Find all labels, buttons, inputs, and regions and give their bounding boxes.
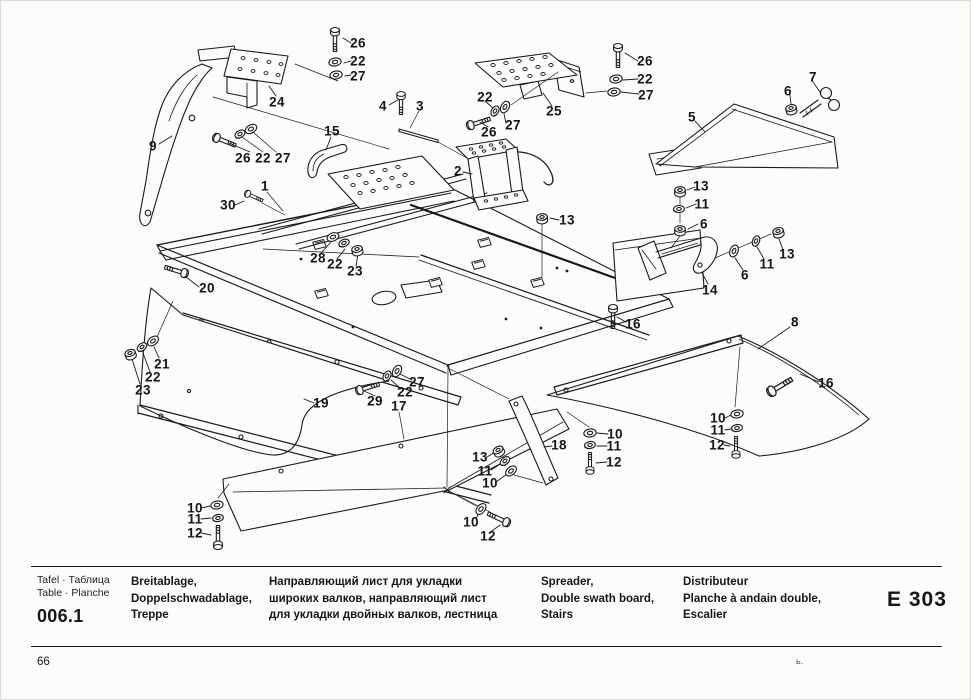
nut-6-icon: [784, 103, 799, 117]
nut-13-icon: [674, 186, 686, 198]
part-24-step-bracket: [197, 45, 289, 109]
washer-27-icon: [606, 86, 622, 98]
table-rule-bottom: [31, 646, 942, 647]
washer-10-icon: [582, 427, 598, 439]
nut-6-icon: [674, 225, 686, 237]
caption-de-line2: Doppelschwadablage,: [131, 592, 252, 605]
plate-id-column: Tafel · Таблица Table · Planche 006.1: [37, 574, 110, 627]
print-artifact: ь.: [796, 656, 804, 666]
fastener-icons: [123, 26, 796, 551]
bolt-4-icon: [396, 91, 406, 115]
table-rule-top: [31, 566, 942, 567]
lockwasher-11-icon: [583, 440, 597, 450]
exploded-parts-diagram: [123, 26, 870, 551]
part-14-hook-bracket: [637, 236, 718, 281]
caption-french: Distributeur Planche à andain double, Es…: [683, 574, 821, 624]
bolt-26-icon: [613, 42, 623, 69]
bolt-12-icon: [585, 452, 595, 475]
caption-ru-line2: широких валков, направляющий лист: [269, 592, 487, 605]
part-9-curved-arm: [139, 63, 213, 227]
caption-ru-line1: Направляющий лист для укладки: [269, 576, 463, 588]
leader-lines: [131, 37, 821, 536]
washer-22-icon: [608, 73, 624, 85]
washer-22-icon: [327, 56, 343, 68]
bolt-26-icon: [210, 131, 238, 151]
caption-german: Breitablage, Doppelschwadablage, Treppe: [131, 574, 252, 624]
lockwasher-22-icon: [337, 237, 351, 249]
part-5-swath-board: [648, 103, 839, 176]
page-number: 66: [37, 656, 50, 668]
washer-27-icon: [497, 99, 513, 115]
caption-ru-line3: для укладки двойных валков, лестница: [269, 609, 498, 621]
caption-fr-line3: Escalier: [683, 609, 728, 621]
part-7-toggle-bolt: [799, 86, 841, 118]
lockwasher-11-icon: [750, 234, 762, 248]
nut-23-icon: [123, 347, 138, 362]
washer-10-icon: [473, 501, 489, 517]
table-word-line2: Table · Planche: [37, 587, 110, 599]
caption-fr-line1: Distributeur: [683, 576, 749, 588]
caption-russian: Направляющий лист для укладки широких ва…: [269, 574, 497, 624]
lockwasher-11-icon: [211, 513, 225, 523]
plate-number: 006.1: [37, 606, 84, 626]
part-15-hook: [307, 144, 348, 179]
caption-en-line1: Spreader,: [541, 576, 594, 588]
caption-en-line3: Stairs: [541, 609, 573, 621]
caption-table: Tafel · Таблица Table · Planche 006.1 Br…: [1, 566, 970, 699]
part-8-swath-board: [546, 334, 870, 457]
caption-en-line2: Double swath board,: [541, 592, 655, 605]
caption-de-line3: Treppe: [131, 609, 169, 621]
lockwasher-11-icon: [673, 204, 685, 214]
bolt-26-icon: [464, 113, 493, 132]
rod-3-icon: [398, 128, 439, 144]
nut-23-icon: [350, 244, 365, 258]
caption-english: Spreader, Double swath board, Stairs: [541, 574, 654, 624]
plate-code: E 303: [887, 588, 947, 611]
caption-fr-line2: Planche à andain double,: [683, 592, 822, 605]
main-platform: [156, 186, 705, 376]
washer-10-icon: [209, 499, 225, 511]
table-word-line1: Tafel · Таблица: [37, 574, 110, 586]
nut-13-icon: [535, 212, 549, 225]
caption-de-line1: Breitablage,: [131, 576, 197, 588]
washer-6-icon: [727, 243, 741, 259]
bolt-12-icon: [213, 524, 223, 551]
bolt-20-icon: [162, 262, 191, 280]
stair-rails-and-step: [258, 155, 491, 250]
part-25-step-plate: [474, 52, 585, 100]
part-2-bracket: [455, 138, 554, 211]
bolt-26-icon: [330, 26, 340, 53]
part-18-strap: [508, 395, 559, 486]
washer-27-icon: [243, 121, 259, 137]
nut-13-icon: [771, 225, 786, 240]
washer-27-icon: [328, 69, 344, 81]
part-17-lower-board: [222, 408, 570, 532]
bolt-30-icon: [242, 188, 265, 205]
lockwasher-22-icon: [233, 127, 247, 141]
